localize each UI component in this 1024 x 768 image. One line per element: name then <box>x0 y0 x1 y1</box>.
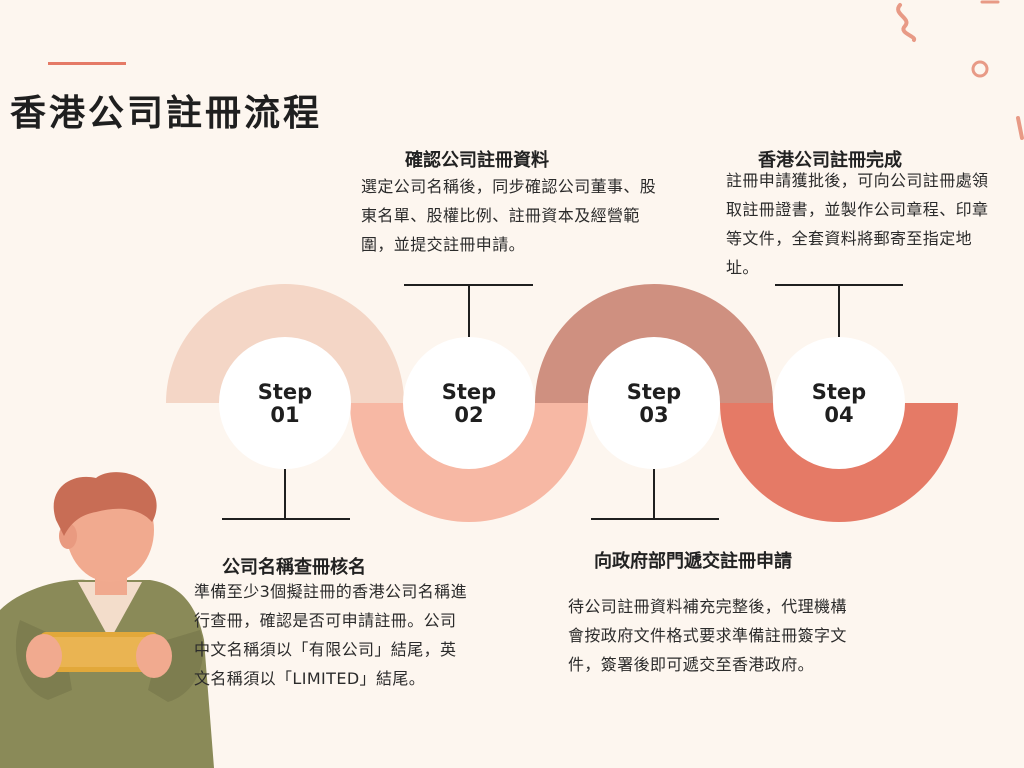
step-02-heading: 確認公司註冊資料 <box>405 150 549 171</box>
step-01-label-number: 01 <box>270 403 300 427</box>
step-04-heading: 香港公司註冊完成 <box>758 150 902 171</box>
step-03-label: Step 03 <box>594 381 714 427</box>
person-holding-phone-illustration <box>0 472 214 768</box>
step-04-label-word: Step <box>811 380 867 404</box>
step-02-label-word: Step <box>441 380 497 404</box>
step-01-description: 準備至少3個擬註冊的香港公司名稱進行查冊，確認是否可申請註冊。公司中文名稱須以「… <box>194 582 467 688</box>
step-04-label-number: 04 <box>824 403 854 427</box>
step-03-label-number: 03 <box>639 403 669 427</box>
page-title: 香港公司註冊流程 <box>10 93 323 134</box>
step-01-heading: 公司名稱查冊核名 <box>222 557 366 578</box>
step-02-circle <box>403 337 535 469</box>
step-02-label-number: 02 <box>454 403 484 427</box>
step-02-description: 選定公司名稱後，同步確認公司董事、股東名單、股權比例、註冊資本及經營範圍，並提交… <box>361 177 657 254</box>
step-04-circle <box>773 337 905 469</box>
dash-decoration <box>1016 116 1024 140</box>
squiggle-decoration <box>896 3 917 42</box>
step-04-label: Step 04 <box>779 381 899 427</box>
ring-decoration <box>971 60 989 78</box>
step-03-heading: 向政府部門遞交註冊申請 <box>594 551 792 572</box>
step-02-label: Step 02 <box>409 381 529 427</box>
step-04-description: 註冊申請獲批後，可向公司註冊處領取註冊證書，並製作公司章程、印章等文件，全套資料… <box>726 171 989 277</box>
step-01-label: Step 01 <box>225 381 345 427</box>
step-01-circle <box>219 337 351 469</box>
step-03-circle <box>588 337 720 469</box>
step-01-label-word: Step <box>257 380 313 404</box>
step-03-description: 待公司註冊資料補充完整後，代理機構會按政府文件格式要求準備註冊簽字文件，簽署後即… <box>568 597 847 674</box>
accent-line <box>48 62 126 65</box>
step-03-label-word: Step <box>626 380 682 404</box>
